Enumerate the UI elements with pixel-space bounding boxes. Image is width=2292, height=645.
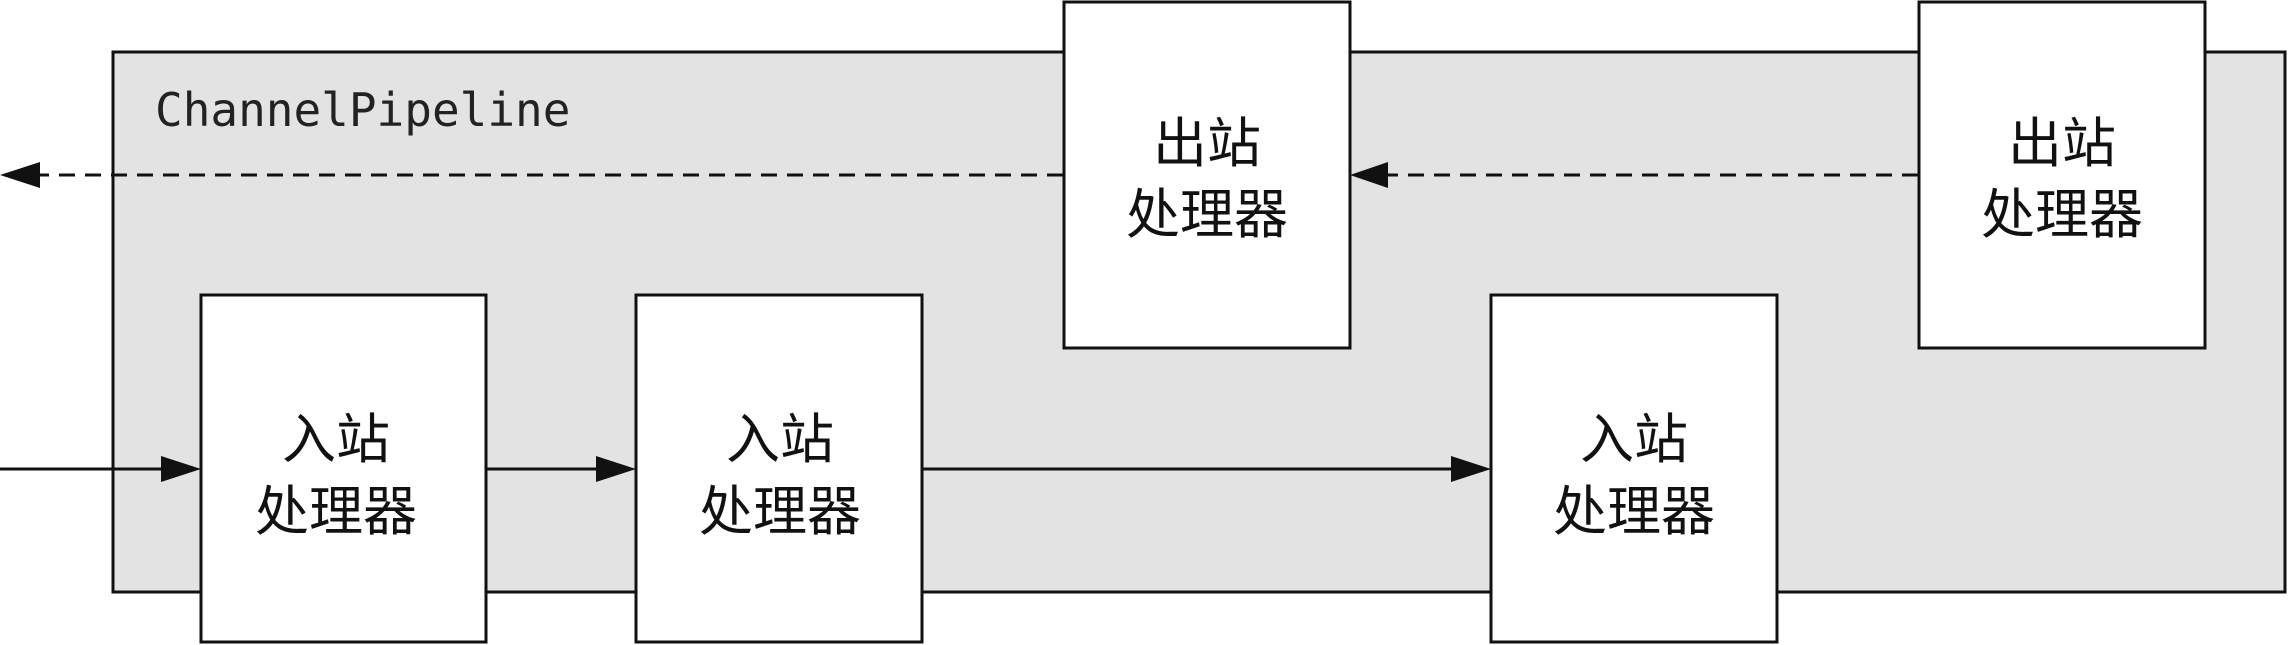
inbound-arrowhead-1	[161, 456, 201, 482]
pipeline-title: ChannelPipeline	[155, 83, 570, 137]
inbound-handler-2-line2: 处理器	[699, 480, 861, 543]
inbound-handler-1-line2: 处理器	[255, 480, 417, 543]
inbound-handler-1-line1: 入站	[282, 408, 390, 471]
inbound-arrowhead-2	[596, 456, 636, 482]
outbound-handler-1-line2: 处理器	[1126, 183, 1288, 246]
inbound-handler-3-line1: 入站	[1580, 408, 1688, 471]
outbound-handler-2-line1: 出站	[2008, 112, 2116, 175]
outbound-handler-1-line1: 出站	[1153, 112, 1261, 175]
outbound-handler-2-line2: 处理器	[1981, 183, 2143, 246]
inbound-handler-1: 入站 处理器	[199, 293, 488, 644]
inbound-handler-2: 入站 处理器	[634, 293, 924, 644]
outbound-handler-2: 出站 处理器	[1917, 0, 2207, 350]
inbound-handler-3: 入站 处理器	[1489, 293, 1779, 644]
inbound-arrowhead-3	[1451, 456, 1491, 482]
outbound-handler-1: 出站 处理器	[1062, 0, 1352, 350]
outbound-arrowhead-2	[0, 162, 40, 188]
outbound-arrowhead-1	[1350, 162, 1388, 188]
inbound-handler-2-line1: 入站	[726, 408, 834, 471]
inbound-handler-3-line2: 处理器	[1553, 480, 1715, 543]
